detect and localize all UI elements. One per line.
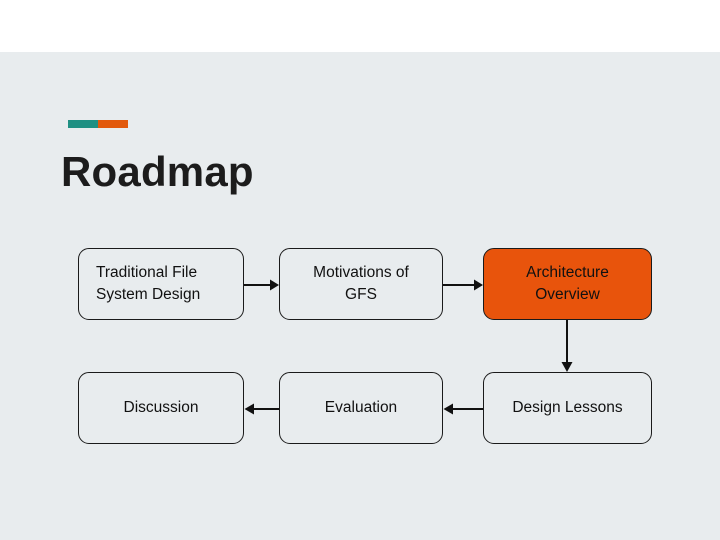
flow-box-architecture-overview[interactable]: Architecture Overview bbox=[483, 248, 652, 320]
flow-box-label: Evaluation bbox=[324, 399, 398, 416]
arrow-evaluation-to-discussion bbox=[244, 401, 280, 417]
arrow-architecture-to-design bbox=[559, 320, 575, 373]
page-title: Roadmap bbox=[61, 148, 254, 195]
flow-box-traditional-file-system-design[interactable]: Traditional File System Design bbox=[78, 248, 244, 320]
flow-box-label: Architecture Overview bbox=[526, 264, 609, 303]
flow-box-evaluation[interactable]: Evaluation bbox=[279, 372, 443, 444]
slide-content-area: Roadmap bbox=[0, 52, 720, 540]
flow-box-motivations-of-gfs[interactable]: Motivations of GFS bbox=[279, 248, 443, 320]
flow-box-discussion[interactable]: Discussion bbox=[78, 372, 244, 444]
arrow-design-to-evaluation bbox=[443, 401, 484, 417]
flow-box-label: Motivations of GFS bbox=[313, 264, 409, 303]
flow-box-label: Design Lessons bbox=[512, 399, 623, 416]
flow-box-label: Traditional File System Design bbox=[96, 264, 201, 303]
arrow-traditional-to-motivations bbox=[244, 277, 280, 293]
accent-bar-teal-segment bbox=[68, 120, 98, 128]
title-accent-bar bbox=[68, 120, 128, 128]
flow-box-label: Discussion bbox=[123, 399, 199, 416]
accent-bar-orange-segment bbox=[98, 120, 128, 128]
arrow-motivations-to-architecture bbox=[443, 277, 484, 293]
flow-box-design-lessons[interactable]: Design Lessons bbox=[483, 372, 652, 444]
